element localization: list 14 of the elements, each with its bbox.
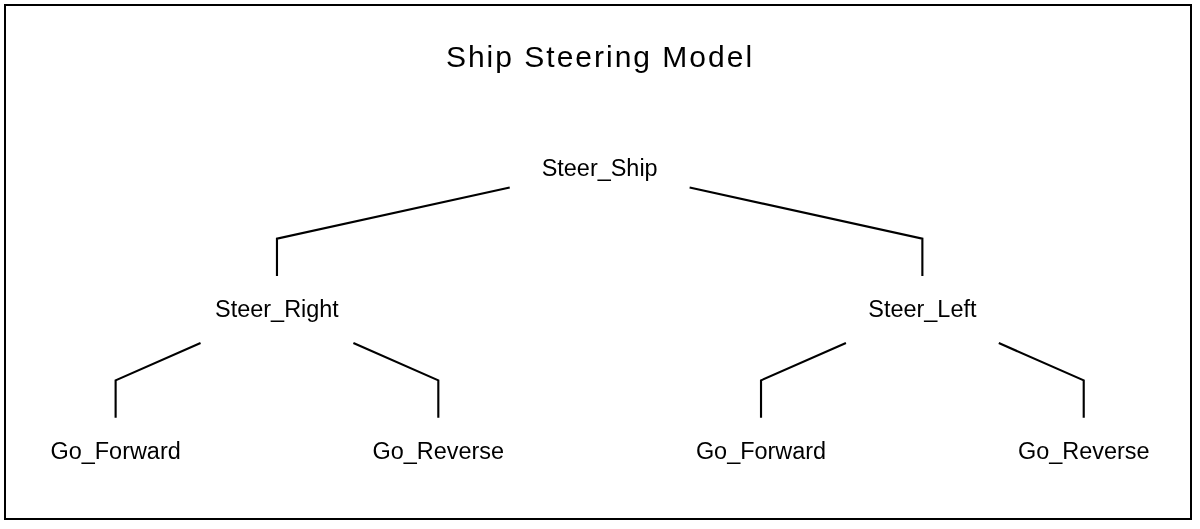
node-text: Go_Reverse	[1017, 437, 1150, 465]
connector	[998, 342, 1085, 418]
node-text: Steer_Left	[868, 296, 977, 323]
diagram-title: Ship Steering Model	[445, 40, 755, 74]
connector	[114, 342, 201, 418]
connector	[689, 186, 924, 276]
connector	[759, 342, 847, 418]
node-text: Go_Forward	[695, 437, 827, 465]
connector	[275, 186, 510, 276]
connector	[352, 342, 440, 418]
node-text: Steer_Ship	[541, 154, 658, 182]
node-text: Go_Forward	[50, 437, 181, 465]
node-text: Go_Reverse	[372, 437, 505, 465]
node-text: Steer_Right	[215, 296, 339, 323]
